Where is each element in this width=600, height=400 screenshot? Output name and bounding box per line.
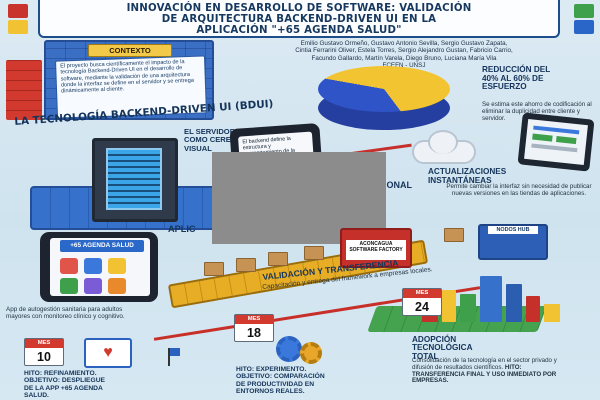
- factory-sign: ACONCAGUA SOFTWARE FACTORY: [346, 240, 406, 260]
- adoption-description: Consolidación de la tecnología en el sec…: [412, 357, 557, 371]
- building: [480, 276, 502, 322]
- store-sign: NODOS HUB: [488, 226, 538, 234]
- phone-app-icon: [108, 278, 126, 294]
- cloud-icon: [412, 130, 476, 164]
- calendar-month: MES: [25, 339, 63, 348]
- updates-title-line-1: ACTUALIZACIONES: [428, 167, 507, 176]
- package-box: [236, 258, 256, 272]
- authors-line-2: Cintia Ferrarini Oliver, Estela Torres, …: [295, 47, 513, 55]
- authors-block: Emilio Gustavo Ormeño, Gustavo Antonio S…: [214, 40, 594, 70]
- building: [442, 290, 456, 322]
- package-box: [204, 262, 224, 276]
- context-label: CONTEXTO: [88, 44, 172, 57]
- package-box: [268, 252, 288, 266]
- reduction-text: Se estima este ahorro de codificación al…: [482, 101, 592, 122]
- gear-icon: [276, 336, 302, 362]
- milestone-2-text: HITO: EXPERIMENTO. OBJETIVO: COMPARACIÓN…: [236, 366, 386, 396]
- milestone-1-line-2: OBJETIVO: DESPLIEGUE: [24, 377, 106, 385]
- brain-app-icon: [108, 258, 126, 274]
- flag-pole: [168, 348, 170, 366]
- app-badge: +65 AGENDA SALUD: [60, 240, 144, 252]
- adoption-text: Consolidación de la tecnología en el sec…: [412, 357, 562, 385]
- milestone-1-text: HITO: REFINAMIENTO. OBJETIVO: DESPLIEGUE…: [24, 370, 164, 400]
- adoption-title-line-1: ADOPCIÓN: [412, 335, 457, 344]
- regional-label: IONAL: [384, 180, 412, 190]
- milestone-2-line-2: OBJETIVO: COMPARACIÓN: [236, 373, 325, 381]
- adoption-milestone: HITO: TRANSFERENCIA FINAL Y USO INMEDIAT…: [412, 363, 557, 385]
- header-brick-blue: [574, 20, 594, 34]
- calendar-app-icon: [84, 258, 102, 274]
- milestone-2-line-3: DE PRODUCTIVIDAD EN: [236, 380, 315, 388]
- server-label: EL SERVIDOR COMO CEREBRO VISUAL: [184, 127, 262, 153]
- pie-chart-icon: [318, 66, 450, 112]
- building: [526, 296, 540, 322]
- page-title: INNOVACIÓN EN DESARROLLO DE SOFTWARE: VA…: [38, 0, 560, 38]
- aplic-label: APLIC: [168, 224, 196, 234]
- updates-title: ACTUALIZACIONES INSTANTÁNEAS: [428, 167, 588, 185]
- calendar-icon: MES 10: [24, 338, 64, 366]
- header-brick-yellow: [8, 20, 28, 34]
- milestone-1-line-1: HITO: REFINAMIENTO.: [24, 370, 97, 377]
- adoption-title-line-2: TECNOLÓGICA: [412, 343, 473, 353]
- server-label-line-3: VISUAL: [184, 143, 212, 153]
- heart-icon: ♥: [84, 338, 132, 368]
- reduction-title: REDUCCIÓN DEL 40% AL 60% DE ESFUERZO: [482, 65, 592, 92]
- calendar-day: 18: [247, 326, 261, 340]
- title-line-2: DE ARQUITECTURA BACKEND-DRIVEN UI EN LA: [161, 14, 437, 25]
- milestone-2-line-4: ENTORNOS REALES.: [236, 388, 305, 396]
- calendar-month: MES: [403, 289, 441, 298]
- authors-line-3: Facundo Gallardo, Martín Varela, Diego B…: [311, 54, 497, 62]
- header-brick-green: [574, 4, 594, 18]
- tablet-screen: [524, 118, 588, 166]
- updates-text: Permite cambiar la interfaz sin necesida…: [446, 183, 592, 197]
- milestone-1-line-4: SALUD.: [24, 392, 49, 400]
- package-box: [304, 246, 324, 260]
- red-brick-stack: [6, 60, 42, 120]
- building: [506, 284, 522, 322]
- authors-affiliation: FCEFN - UNSJ: [382, 62, 426, 70]
- adoption-title-line-3: TOTAL: [412, 351, 439, 361]
- reduction-title-line-1: REDUCCIÓN DEL: [482, 65, 551, 74]
- calendar-day: 10: [37, 350, 51, 364]
- title-line-3: APLICACIÓN "+65 AGENDA SALUD": [196, 25, 402, 36]
- building: [544, 304, 560, 322]
- milestone-1-line-3: DE LA APP +65 AGENDA: [24, 384, 103, 392]
- city-icon: [420, 270, 570, 330]
- package-box: [444, 228, 464, 242]
- calendar-icon: MES 18: [234, 314, 274, 342]
- calendar-month: MES: [235, 315, 273, 324]
- calendar-day: 24: [415, 300, 429, 314]
- pill-app-icon: [60, 278, 78, 294]
- reduction-title-line-2: 40% AL 60% DE: [482, 73, 544, 83]
- server-label-line-2: COMO CEREBRO: [184, 135, 248, 145]
- gear-icon: [300, 342, 322, 364]
- authors-line-1: Emilio Gustavo Ormeño, Gustavo Antonio S…: [300, 40, 508, 47]
- title-line-1: INNOVACIÓN EN DESARROLLO DE SOFTWARE: VA…: [126, 3, 472, 14]
- server-label-line-1: EL SERVIDOR: [184, 127, 236, 136]
- header-brick-red: [8, 4, 28, 18]
- app-description: App de autogestión sanitaria para adulto…: [6, 306, 125, 320]
- heart-app-icon: [60, 258, 78, 274]
- server-rack-lights: [106, 148, 162, 210]
- updates-title-line-2: INSTANTÁNEAS: [428, 175, 492, 185]
- adoption-title: ADOPCIÓN TECNOLÓGICA TOTAL: [412, 335, 532, 361]
- reduction-title-line-3: ESFUERZO: [482, 82, 527, 92]
- flag-icon: [170, 348, 180, 356]
- calendar-icon: MES 24: [402, 288, 442, 316]
- building: [460, 294, 476, 322]
- chart-app-icon: [84, 278, 102, 294]
- milestone-2-line-1: HITO: EXPERIMENTO.: [236, 366, 307, 373]
